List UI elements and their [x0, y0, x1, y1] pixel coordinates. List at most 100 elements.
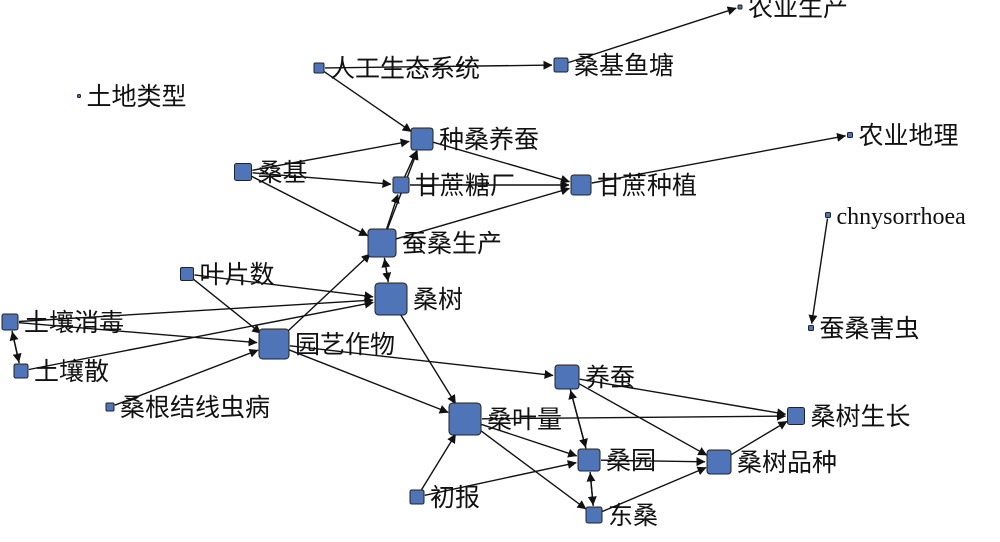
edge-rengong-to-zhongsang: [323, 70, 412, 133]
node-box-sangshu-sz: [787, 407, 805, 425]
node-sangji-yutang: 桑基鱼塘: [553, 51, 674, 80]
node-label-nongye-dili: 农业地理: [859, 121, 959, 150]
node-box-ganzhe-tang: [392, 176, 410, 194]
edge-sangji-to-ganzhe-tang: [252, 172, 392, 188]
edge-yepian-to-sangshu: [194, 274, 374, 301]
edge-sanggen-to-yuanyi: [114, 348, 259, 406]
node-label-nongye-shengchan: 农业生产: [748, 0, 848, 22]
edge-dongsang-to-sangshu-pz: [602, 466, 707, 513]
edge-sangye-to-sangshu-sz: [481, 411, 786, 421]
node-sanggen: 桑根结线虫病: [105, 393, 270, 422]
edge-rengong-to-sangji-yutang: [324, 60, 553, 70]
node-label-sangshu-sz: 桑树生长: [811, 402, 911, 431]
edge-sangshu-pz-to-sangshu-sz: [729, 420, 788, 456]
node-label-ganzhe-tang: 甘蔗糖厂: [415, 171, 515, 200]
node-box-nongye-shengchan: [737, 4, 743, 10]
edge-sangshu-to-cansang-sc: [381, 258, 391, 283]
node-cansang-sc: 蚕桑生产: [367, 228, 502, 258]
node-cansang-hc: 蚕桑害虫: [808, 314, 920, 343]
node-label-yuanyi: 园艺作物: [295, 330, 395, 359]
node-box-sangye: [448, 402, 482, 436]
node-sangshu-pz: 桑树品种: [706, 448, 837, 477]
edge-chubao-to-sangye: [420, 433, 457, 491]
node-nongye-dili: 农业地理: [847, 121, 959, 150]
node-box-sangshu: [374, 282, 408, 316]
node-ganzhe-zhong: 甘蔗种植: [570, 171, 697, 200]
node-label-zhongsang: 种桑养蚕: [439, 125, 539, 154]
node-ganzhe-tang: 甘蔗糖厂: [392, 171, 515, 200]
node-chny: chnysorrhoea: [825, 204, 967, 230]
node-box-nongye-dili: [847, 132, 853, 138]
node-yuanyi: 园艺作物: [258, 328, 395, 360]
node-box-yuanyi: [258, 328, 290, 360]
node-box-chny: [825, 212, 831, 218]
node-box-ganzhe-zhong: [570, 174, 592, 196]
edge-chny-to-cansang-hc: [808, 218, 829, 325]
node-label-ganzhe-zhong: 甘蔗种植: [597, 171, 697, 200]
edge-yuanyi-to-sangye: [288, 349, 449, 414]
node-turang-san: 土壤散: [13, 357, 109, 386]
edge-cansang-sc-to-ganzhe-zhong: [396, 186, 570, 240]
node-zhongsang: 种桑养蚕: [410, 125, 539, 154]
node-box-zhongsang: [410, 127, 434, 151]
node-box-dongsang: [585, 506, 603, 524]
node-sangji: 桑基: [234, 158, 308, 187]
node-box-tudi: [77, 94, 81, 98]
node-label-dongsang: 东桑: [608, 501, 658, 530]
node-box-sanggen: [105, 402, 115, 412]
node-label-sangshu: 桑树: [413, 285, 463, 314]
node-label-sangji: 桑基: [258, 158, 308, 187]
node-box-turang-san: [13, 363, 29, 379]
node-label-turang-xd: 土壤消毒: [24, 308, 124, 337]
node-yepian: 叶片数: [180, 260, 275, 289]
edge-sangyuan-to-sangshu-pz: [600, 457, 706, 467]
node-box-yepian: [180, 267, 194, 281]
node-sangshu-sz: 桑树生长: [787, 402, 911, 431]
node-label-rengong: 人工生态系统: [330, 54, 480, 83]
node-turang-xd: 土壤消毒: [1, 308, 124, 337]
node-label-sangye: 桑叶量: [487, 405, 562, 434]
edge-turang-xd-to-yuanyi: [18, 322, 258, 347]
edge-chubao-to-sangyuan: [424, 460, 577, 496]
edge-yuanyi-to-cansang-sc: [285, 253, 371, 334]
edge-sangshu-to-sangye: [399, 313, 457, 405]
edge-yangcan-to-sangshu-sz: [579, 378, 787, 418]
edge-sangye-to-sangyuan: [480, 423, 578, 458]
node-box-rengong: [313, 62, 325, 74]
node-label-sangyuan: 桑园: [606, 446, 656, 475]
edge-sangye-to-dongsang: [478, 428, 587, 510]
edge-yangcan-to-sangshu-pz: [577, 382, 708, 456]
node-dongsang: 东桑: [585, 501, 658, 530]
node-label-turang-san: 土壤散: [34, 357, 109, 386]
edge-sangji-to-zhongsang: [252, 138, 410, 171]
node-nongye-shengchan: 农业生产: [737, 0, 848, 22]
node-box-cansang-hc: [808, 325, 814, 331]
node-box-yangcan: [554, 364, 580, 390]
node-label-chny: chnysorrhoea: [837, 204, 967, 230]
edge-layer: [9, 6, 847, 513]
node-box-cansang-sc: [367, 228, 397, 258]
edge-yepian-to-yuanyi: [192, 278, 262, 334]
node-label-yepian: 叶片数: [200, 260, 275, 289]
edge-sangji-yutang-to-nongye-shengchan: [568, 6, 737, 64]
node-label-cansang-hc: 蚕桑害虫: [820, 314, 920, 343]
node-rengong: 人工生态系统: [313, 54, 480, 83]
node-yangcan: 养蚕: [554, 363, 635, 392]
edge-sangji-to-cansang-sc: [251, 175, 369, 237]
edge-sangyuan-to-yangcan: [568, 390, 587, 449]
node-box-sangshu-pz: [706, 449, 732, 475]
node-label-cansang-sc: 蚕桑生产: [402, 229, 502, 258]
node-tudi: 土地类型: [77, 82, 187, 111]
node-box-sangyuan: [577, 448, 601, 472]
node-box-chubao: [409, 489, 425, 505]
node-box-turang-xd: [1, 313, 19, 331]
edge-turang-san-to-turang-xd: [9, 331, 20, 364]
node-label-chubao: 初报: [430, 483, 480, 512]
node-sangyuan: 桑园: [577, 446, 656, 475]
edge-yuanyi-to-yangcan: [289, 345, 554, 379]
node-label-tudi: 土地类型: [87, 82, 187, 111]
edge-zhongsang-to-ganzhe-zhong: [433, 141, 570, 184]
node-sangye: 桑叶量: [448, 402, 562, 436]
